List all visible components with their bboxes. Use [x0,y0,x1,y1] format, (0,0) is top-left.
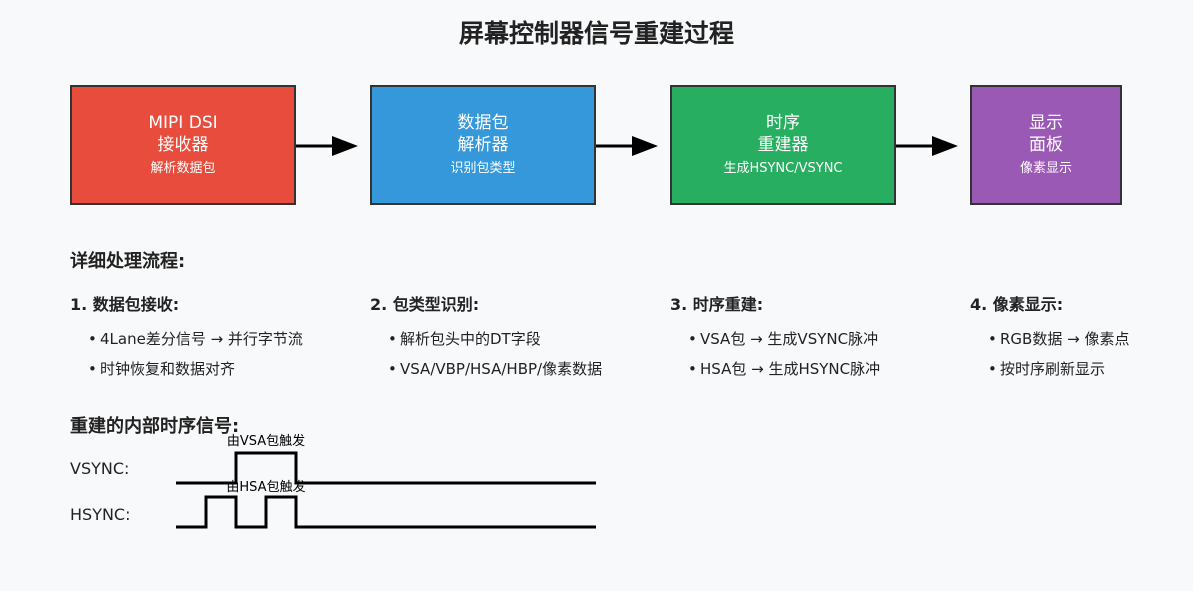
step-heading: 1. 数据包接收: [70,295,180,314]
display-panel-box: 显示 面板 像素显示 [970,85,1122,205]
packet-parser-box: 数据包 解析器 识别包类型 [370,85,596,205]
list-item: HSA包 → 生成HSYNC脉冲 [688,354,880,384]
arrow-right-icon [596,136,658,156]
vsync-note: 由VSA包触发 [227,433,305,449]
step-timing: 3. 时序重建: VSA包 → 生成VSYNC脉冲 HSA包 → 生成HSYNC… [670,294,880,384]
step-receive: 1. 数据包接收: 4Lane差分信号 → 并行字节流 时钟恢复和数据对齐 [70,294,303,384]
vsync-label: VSYNC: [70,459,130,478]
box-label: 时序 [766,112,800,133]
list-item: 解析包头中的DT字段 [388,324,602,354]
hsync-note: 由HSA包触发 [226,479,305,495]
hsync-label: HSYNC: [70,505,131,524]
box-label: 重建器 [757,134,809,155]
list-item: RGB数据 → 像素点 [988,324,1129,354]
details-title: 详细处理流程: [70,251,186,272]
box-label: 面板 [1029,134,1063,155]
hsync-waveform [176,495,596,529]
list-item: VSA包 → 生成VSYNC脉冲 [688,324,880,354]
box-label: 数据包 [457,112,509,133]
step-heading: 4. 像素显示: [970,295,1064,314]
box-sublabel: 像素显示 [1019,160,1072,176]
list-item: VSA/VBP/HSA/HBP/像素数据 [388,354,602,384]
step-heading: 2. 包类型识别: [370,295,480,314]
box-sublabel: 生成HSYNC/VSYNC [723,160,843,176]
box-label: MIPI DSI [148,112,218,133]
step-identify: 2. 包类型识别: 解析包头中的DT字段 VSA/VBP/HSA/HBP/像素数… [370,294,602,384]
timing-rebuilder-box: 时序 重建器 生成HSYNC/VSYNC [670,85,896,205]
list-item: 4Lane差分信号 → 并行字节流 [88,324,303,354]
box-label: 解析器 [457,134,509,155]
box-sublabel: 识别包类型 [450,160,516,176]
vsync-waveform [176,451,596,485]
mipi-dsi-receiver-box: MIPI DSI 接收器 解析数据包 [70,85,296,205]
box-sublabel: 解析数据包 [150,160,216,176]
box-label: 接收器 [157,134,209,155]
step-display: 4. 像素显示: RGB数据 → 像素点 按时序刷新显示 [970,294,1129,384]
timing-title: 重建的内部时序信号: [70,416,240,437]
box-label: 显示 [1029,112,1063,133]
list-item: 按时序刷新显示 [988,354,1129,384]
step-heading: 3. 时序重建: [670,295,764,314]
list-item: 时钟恢复和数据对齐 [88,354,303,384]
arrow-right-icon [896,136,958,156]
arrow-right-icon [296,136,358,156]
page-title: 屏幕控制器信号重建过程 [458,19,734,48]
